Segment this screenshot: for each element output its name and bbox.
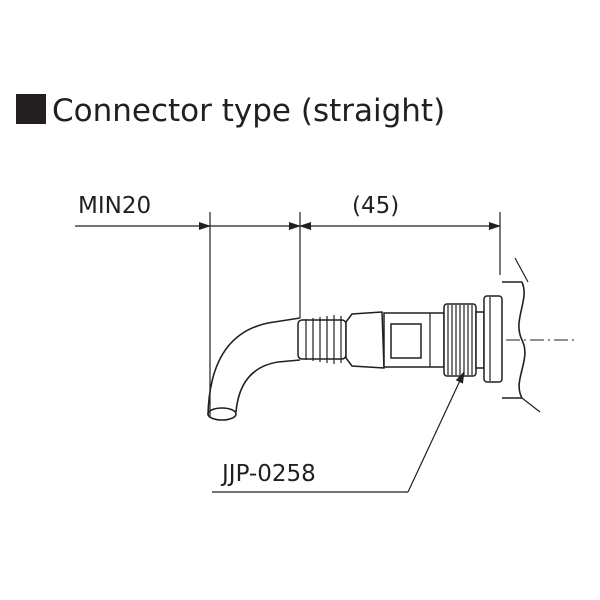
bend-radius-label: MIN20 <box>78 193 151 219</box>
bent-cable-inner <box>235 359 301 413</box>
panel-break <box>502 257 541 413</box>
cable-end <box>207 407 237 421</box>
cable-boot <box>297 315 347 364</box>
page-title: Connector type (straight) <box>52 93 445 129</box>
bent-cable <box>207 317 301 416</box>
panel-receptacle <box>475 295 503 383</box>
part-number-label: JJP-0258 <box>220 461 316 487</box>
knurled-nut <box>443 303 477 377</box>
length-dimension-label: (45) <box>352 193 399 219</box>
callout-leader <box>407 371 465 493</box>
square-bullet-icon <box>16 94 46 124</box>
connector-body <box>345 311 445 369</box>
